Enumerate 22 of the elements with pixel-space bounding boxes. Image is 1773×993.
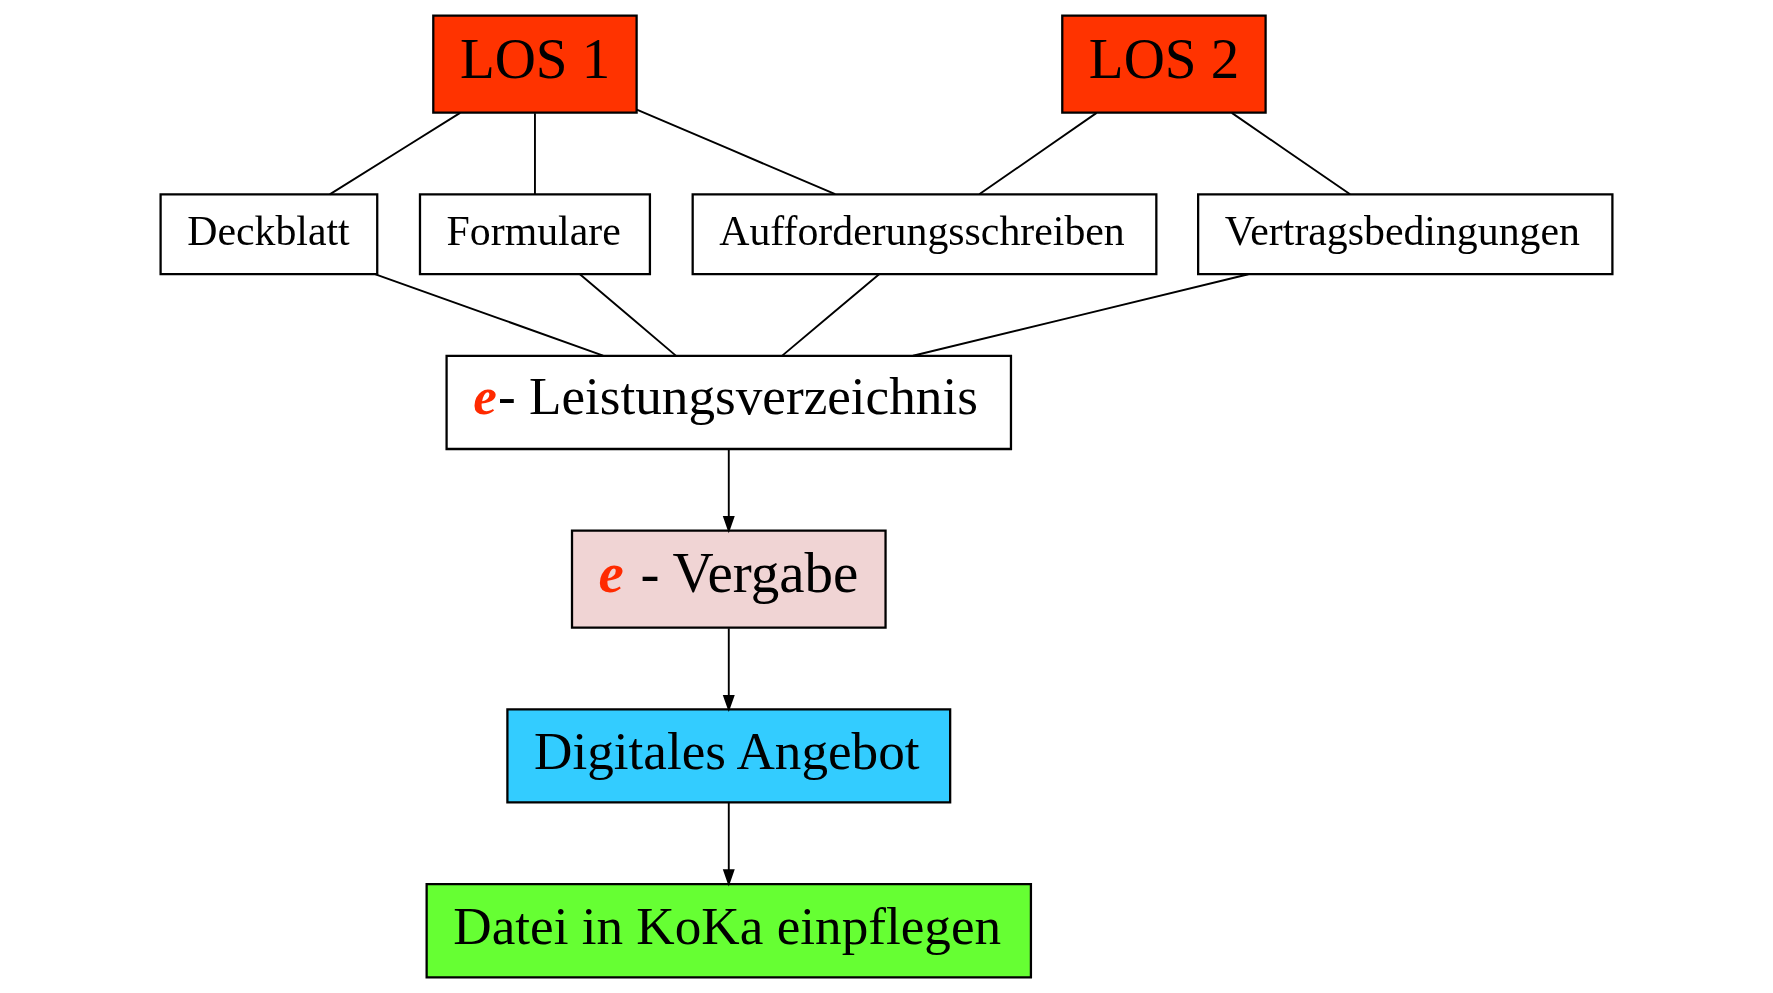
arrow (722, 801, 735, 887)
node-box: Formulare (418, 193, 652, 276)
node-box: Deckblatt (159, 193, 379, 276)
connector (1230, 111, 1352, 196)
node-box: Vertragsbedingungen (1197, 193, 1614, 276)
connector (635, 108, 837, 196)
connector (328, 111, 462, 196)
node-box: e - Vergabe (570, 529, 887, 629)
node-box: Aufforderungsschreiben (691, 193, 1158, 276)
node-box: Digitales Angebot (506, 708, 952, 804)
connector (534, 112, 536, 195)
arrow (722, 448, 735, 534)
node-box: e- Leistungsverzeichnis (445, 354, 1013, 451)
connector (978, 111, 1098, 196)
connector (781, 273, 881, 357)
connector (578, 273, 677, 357)
node-box: Datei in KoKa einpflegen (425, 883, 1033, 979)
connector (374, 273, 605, 357)
node-box: LOS 1 (432, 14, 638, 114)
node-box: LOS 2 (1061, 14, 1267, 114)
connector (912, 273, 1250, 357)
arrow (722, 627, 735, 713)
